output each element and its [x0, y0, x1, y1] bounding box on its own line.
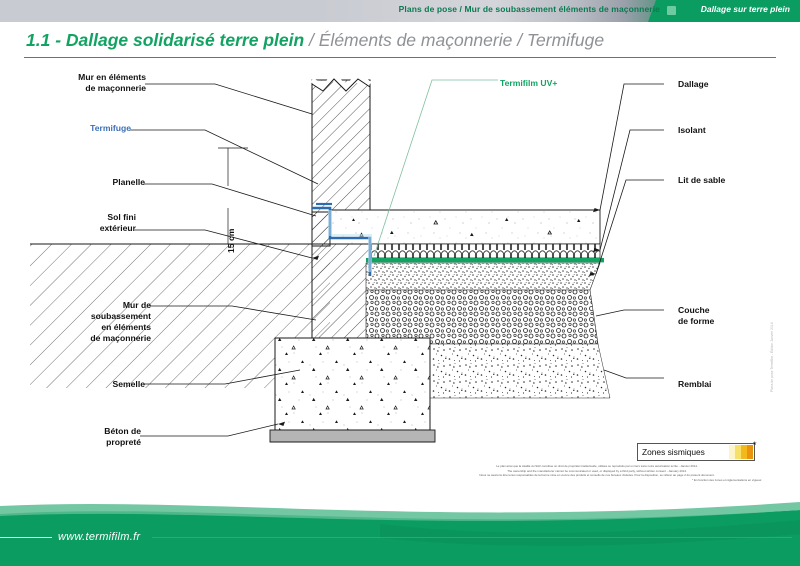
- fineprint-line-3: Nous ne saurions être tenus responsables…: [479, 473, 715, 478]
- page-title-number: 1.1 - Dallage solidarisé terre plein: [26, 30, 305, 50]
- fineprint-line-2: The ownership and the manufacturer canno…: [507, 468, 687, 473]
- title-divider: [24, 57, 776, 58]
- masonry-wall-upper: [310, 72, 372, 213]
- isolant-layer: [369, 243, 601, 259]
- breadcrumb: Plans de pose / Mur de soubassement élém…: [398, 4, 660, 14]
- dimension-label-15cm: 15 cm: [226, 228, 236, 253]
- fineprint-line-4: * En fonction des zones et réglementatio…: [692, 477, 762, 482]
- label-semelle: Semelle: [112, 379, 146, 389]
- page-title-subtitle: / Éléments de maçonnerie / Termifuge: [304, 30, 605, 50]
- label-planelle: Planelle: [112, 177, 145, 187]
- label-termifuge: Termifuge: [90, 123, 131, 133]
- label-mur-soubassement: Mur de soubassement en éléments de maçon…: [90, 300, 151, 343]
- leader-lines-right: [595, 83, 664, 379]
- footer-rule-right: [152, 537, 792, 538]
- label-mur-elements-maconnerie: Mur en éléments de maçonnerie: [78, 72, 146, 93]
- semelle-footing: [274, 337, 431, 431]
- label-sol-fini-exterieur: Sol fini extérieur: [99, 212, 136, 233]
- legal-fineprint: Le plan ainsi que la totalité du SAV con…: [432, 464, 762, 482]
- header-gradient: [0, 0, 800, 22]
- header-tab-background: [668, 0, 800, 22]
- termifilm-membrane: [366, 258, 604, 263]
- label-beton-de-proprete: Béton de propreté: [104, 426, 141, 447]
- lit-de-sable-layer: [365, 262, 601, 291]
- planelle: [311, 211, 331, 247]
- label-termifilm-uv: Termifilm UV+: [500, 78, 558, 88]
- zones-sismiques-swatch: [723, 445, 753, 459]
- label-lit-de-sable: Lit de sable: [678, 175, 726, 185]
- exterior-ground: [30, 206, 330, 388]
- label-dallage: Dallage: [678, 79, 709, 89]
- leader-line-termifilm: [373, 79, 498, 257]
- leader-arrowheads: [278, 208, 600, 426]
- tab-marker-icon: [667, 6, 676, 15]
- top-header-bar: [0, 0, 800, 22]
- zones-sismiques-label: Zones sismiques: [642, 447, 705, 457]
- zones-sismiques-asterisk: *: [753, 440, 757, 450]
- footer-rule-left: [0, 537, 52, 538]
- zones-sismiques-box[interactable]: Zones sismiques: [637, 443, 755, 461]
- leader-lines-left: [130, 83, 319, 437]
- label-couche-de-forme: Couche de forme: [678, 305, 715, 326]
- active-section-tab: Dallage sur terre plein: [700, 4, 790, 14]
- vertical-edition-text: Plans de pose Termifilm - Édition Janvie…: [770, 322, 774, 392]
- label-remblai: Remblai: [678, 379, 712, 389]
- page-title: 1.1 - Dallage solidarisé terre plein / É…: [26, 30, 604, 51]
- label-isolant: Isolant: [678, 125, 706, 135]
- footer-website-url[interactable]: www.termifilm.fr: [58, 531, 141, 543]
- fineprint-line-1: Le plan ainsi que la totalité du SAV con…: [496, 464, 698, 468]
- technical-drawing: [0, 58, 800, 458]
- page-footer: www.termifilm.fr: [0, 494, 800, 566]
- beton-de-proprete: [269, 429, 436, 443]
- couche-de-forme-layer: [365, 289, 599, 345]
- termifuge-barrier: [312, 202, 372, 276]
